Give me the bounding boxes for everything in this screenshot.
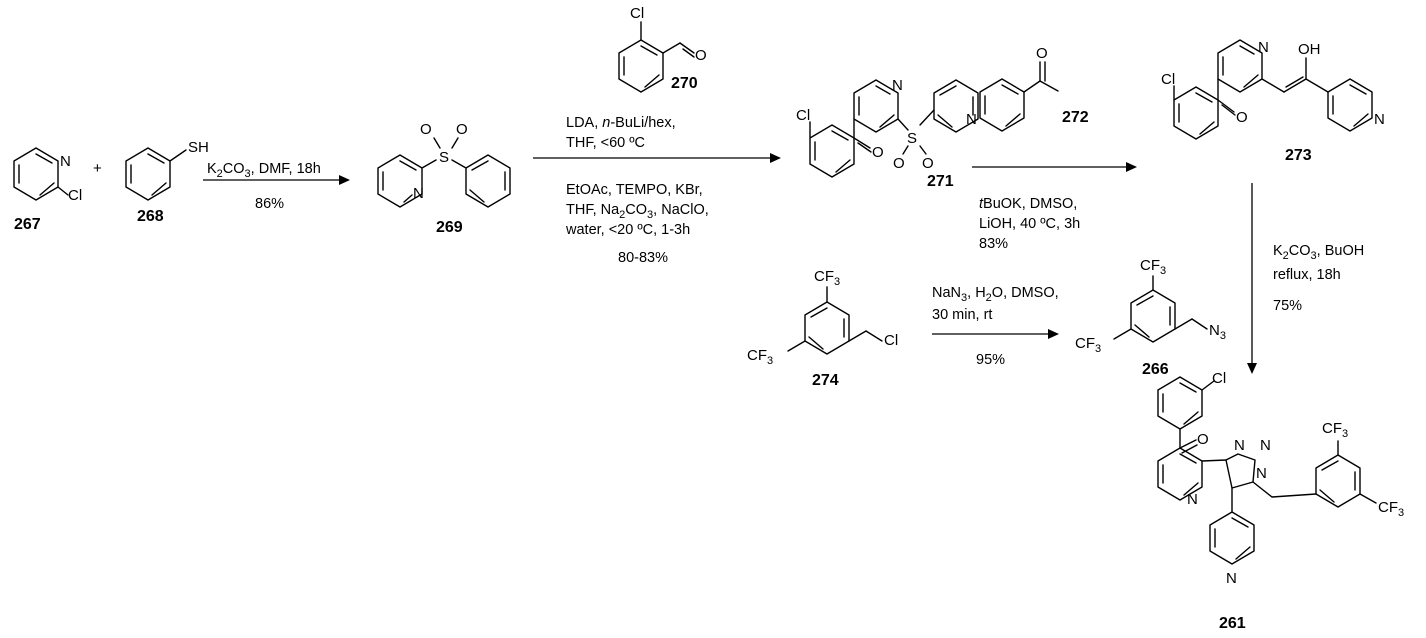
- compound-268: SH 268: [125, 139, 209, 225]
- ring-270: [618, 39, 664, 93]
- svg-text:N3: N3: [1209, 322, 1226, 342]
- compound-label-273: 273: [1285, 147, 1312, 164]
- atom-s-269: S: [439, 149, 449, 166]
- compound-272: O N 272: [966, 45, 1089, 132]
- ring-pyridyl-261: [1209, 511, 1255, 565]
- step-3-below-line2: LiOH, 40 ºC, 3h: [979, 216, 1080, 232]
- ring-268: [125, 147, 171, 201]
- atom-o3-271: O: [872, 144, 884, 161]
- atom-o1-269: O: [420, 121, 432, 138]
- compound-274: CF3 CF3 Cl 274: [747, 268, 898, 389]
- svg-text:CF3: CF3: [747, 347, 773, 367]
- compound-266: CF3 CF3 N3 266: [1075, 257, 1226, 378]
- compound-label-269: 269: [436, 219, 463, 236]
- ring-phenyl-269: [465, 154, 511, 208]
- atom-n1-261: N: [1234, 437, 1245, 454]
- svg-text:K2CO3, BuOH: K2CO3, BuOH: [1273, 243, 1364, 262]
- step-5: K2CO3, BuOH reflux, 18h 75%: [1247, 183, 1364, 374]
- compound-271: N S O O Cl O 271: [796, 77, 979, 190]
- atom-cl-261: Cl: [1212, 370, 1226, 387]
- step-2: LDA, n-BuLi/hex, THF, <60 ºC EtOAc, TEMP…: [533, 115, 781, 266]
- compound-269: O O S N 269: [377, 121, 511, 236]
- step-4: NaN3, H2O, DMSO, 30 min, rt 95%: [932, 285, 1059, 368]
- svg-text:CF3: CF3: [1140, 257, 1166, 277]
- atom-n2-273: N: [1374, 111, 1385, 128]
- ring-pyridine-271: [853, 79, 899, 133]
- compound-label-261: 261: [1219, 615, 1246, 632]
- svg-text:CF3: CF3: [1075, 335, 1101, 355]
- ring-chlorophenyl-271: [809, 124, 855, 178]
- atom-cl-274: Cl: [884, 332, 898, 349]
- ring-267: [13, 147, 59, 201]
- step-1: K2CO3, DMF, 18h 86%: [203, 161, 350, 212]
- atom-cl-267: Cl: [68, 187, 82, 204]
- compound-label-268: 268: [137, 208, 164, 225]
- atom-o-261: O: [1197, 431, 1209, 448]
- atom-cl-273: Cl: [1161, 71, 1175, 88]
- atom-n3-261: N: [1256, 465, 1267, 482]
- step-2-below-line3: water, <20 ºC, 1-3h: [565, 222, 690, 238]
- compound-label-270: 270: [671, 75, 698, 92]
- compound-label-274: 274: [812, 372, 839, 389]
- svg-text:tBuOK, DMSO,: tBuOK, DMSO,: [979, 196, 1077, 212]
- ring-bis-cf3-phenyl-261: [1315, 454, 1361, 508]
- compound-267: N Cl 267: [13, 147, 82, 233]
- ring-266: [1130, 289, 1176, 343]
- atom-s-271: S: [907, 130, 917, 147]
- atom-o-273: O: [1236, 109, 1248, 126]
- atom-cl-270: Cl: [630, 5, 644, 22]
- atom-npy-261: N: [1187, 491, 1198, 508]
- atom-n-269: N: [413, 185, 424, 202]
- ring-pyridyl-273: [1327, 78, 1373, 132]
- svg-text:NaN3, H2O, DMSO,: NaN3, H2O, DMSO,: [932, 285, 1059, 304]
- compound-label-271: 271: [927, 173, 954, 190]
- ring-chlorophenyl-273: [1173, 86, 1219, 140]
- svg-text:K2CO3, DMF, 18h: K2CO3, DMF, 18h: [207, 161, 321, 180]
- svg-text:THF, Na2CO3, NaClO,: THF, Na2CO3, NaClO,: [566, 202, 709, 221]
- compound-261: Cl O N N N N N CF3 CF3 261: [1157, 370, 1404, 632]
- atom-o-272: O: [1036, 45, 1048, 62]
- atom-n-273: N: [1258, 39, 1269, 56]
- svg-text:CF3: CF3: [1322, 420, 1348, 440]
- compound-label-267: 267: [14, 216, 41, 233]
- compound-label-272: 272: [1062, 109, 1089, 126]
- yield-step-1: 86%: [255, 196, 284, 212]
- svg-text:LDA, n-BuLi/hex,: LDA, n-BuLi/hex,: [566, 115, 676, 131]
- step-4-above-line2: 30 min, rt: [932, 307, 992, 323]
- yield-step-2: 80-83%: [618, 250, 668, 266]
- atom-n-267: N: [60, 153, 71, 170]
- svg-text:CF3: CF3: [1378, 499, 1404, 519]
- step-2-above-line2: THF, <60 ºC: [566, 135, 645, 151]
- step-5-line2: reflux, 18h: [1273, 267, 1341, 283]
- atom-sh-268: SH: [188, 139, 209, 156]
- atom-o1-271: O: [893, 155, 905, 172]
- ring-274: [804, 301, 850, 355]
- compound-273: N OH Cl O N 273: [1161, 39, 1385, 164]
- atom-o2-271: O: [922, 155, 934, 172]
- plus-sign: +: [93, 160, 102, 177]
- atom-n-272: N: [966, 111, 977, 128]
- yield-step-5: 75%: [1273, 298, 1302, 314]
- atom-cl-271: Cl: [796, 107, 810, 124]
- ring-chlorophenyl-261: [1157, 376, 1203, 430]
- atom-o-270: O: [695, 47, 707, 64]
- compound-label-266: 266: [1142, 361, 1169, 378]
- ring-triazole-261: [1225, 453, 1256, 489]
- atom-n2-261: N: [1260, 437, 1271, 454]
- atom-o2-269: O: [456, 121, 468, 138]
- yield-step-4: 95%: [976, 352, 1005, 368]
- ring-272: [979, 78, 1025, 132]
- atom-oh-273: OH: [1298, 41, 1321, 58]
- ring-phenyl-271: [933, 79, 979, 133]
- atom-n-271: N: [892, 77, 903, 94]
- yield-step-3: 83%: [979, 236, 1008, 252]
- step-2-below-line1: EtOAc, TEMPO, KBr,: [566, 182, 703, 198]
- compound-270: Cl O 270: [618, 5, 707, 93]
- ring-pyridine-273: [1217, 39, 1263, 93]
- step-3: tBuOK, DMSO, LiOH, 40 ºC, 3h 83%: [972, 162, 1137, 252]
- svg-text:CF3: CF3: [814, 268, 840, 288]
- atom-npy2-261: N: [1226, 570, 1237, 587]
